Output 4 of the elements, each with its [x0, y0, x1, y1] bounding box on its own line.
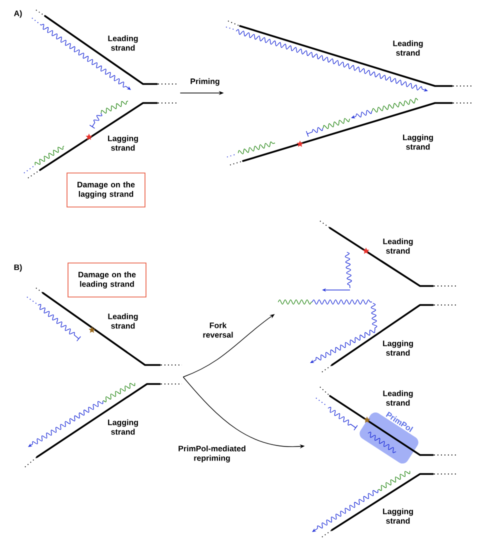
replication-fork-drawing: [226, 20, 472, 166]
replication-fork-drawing: [278, 220, 458, 372]
replication-fork-drawing: [312, 386, 458, 538]
replication-fork-drawing: [24, 10, 178, 178]
